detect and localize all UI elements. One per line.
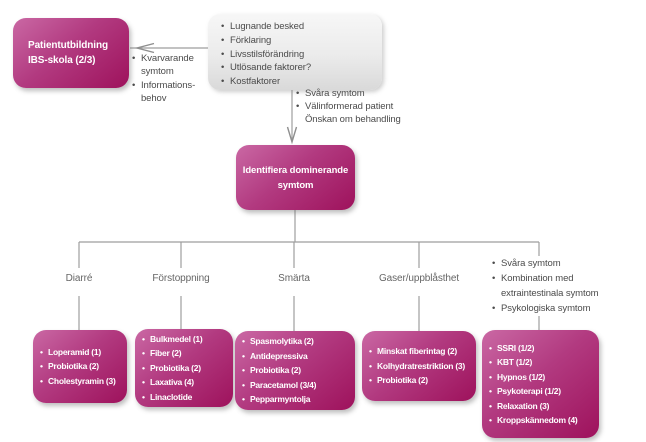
down-arrow-notes: Svåra symtom Välinformerad patient Önska… [296,87,420,127]
list-item: Svåra symtom [492,257,622,272]
initial-measures-list: Lugnande besked Förklaring Livsstilsförä… [221,20,382,89]
node-identify-symptom: Identifiera dominerande symtom [236,145,355,210]
treatment-box-smarta: Spasmolytika (2) Antidepressiva Probioti… [235,331,355,410]
treatment-box-forstoppning: Bulkmedel (1) Fiber (2) Probiotika (2) L… [135,329,233,407]
node-patient-education: Patientutbildning IBS-skola (2/3) [13,18,129,88]
list-item: Fiber (2) [142,346,233,361]
patient-education-line1: Patientutbildning [28,40,108,51]
node-initial-measures: Lugnande besked Förklaring Livsstilsförä… [208,14,382,90]
branch-label-forstoppning: Förstoppning [152,273,210,284]
list-item: Lugnande besked [221,20,382,34]
treatment-box-gaser: Minskat fiberintag (2) Kolhydratrestrikt… [362,331,476,401]
list-item: Probiotika (2) [369,373,476,388]
list-item: Relaxation (3) [489,399,599,414]
list-item: Loperamid (1) [40,345,127,360]
treatment-box-psykologi: SSRI (1/2) KBT (1/2) Hypnos (1/2) Psykot… [482,330,599,438]
list-item: Kostfaktorer [221,75,382,89]
list-item: Kvarvarande symtom [132,52,206,79]
branch-notes-psykologi: Svåra symtom Kombination med extraintest… [492,257,622,317]
list-item: Probiotika (2) [242,363,355,378]
identify-line2: symtom [277,179,314,191]
identify-line1: Identifiera dominerande [242,164,349,176]
list-item: Informations-behov [132,79,206,106]
list-item: Kroppskännedom (4) [489,413,599,428]
treatment-box-diarre: Loperamid (1) Probiotika (2) Cholestyram… [33,330,127,403]
list-item: SSRI (1/2) [489,341,599,356]
branch-label-smarta: Smärta [278,273,310,284]
list-item: Hypnos (1/2) [489,370,599,385]
list-item: Psykoterapi (1/2) [489,384,599,399]
list-item: Kolhydratrestriktion (3) [369,359,476,374]
arrow-down-icon [286,126,298,145]
list-item: Önskan om behandling [305,114,401,126]
list-item: Antidepressiva [242,349,355,364]
left-arrow-notes: Kvarvarande symtom Informations-behov [132,52,206,106]
list-item: Psykologiska symtom [492,302,622,317]
list-item: Minskat fiberintag (2) [369,344,476,359]
list-item: Spasmolytika (2) [242,334,355,349]
patient-education-line2: IBS-skola (2/3) [28,55,96,66]
branch-label-gaser: Gaser/uppblåsthet [378,273,460,284]
list-item: Förklaring [221,34,382,48]
list-item: KBT (1/2) [489,355,599,370]
list-item: Pepparmyntolja [242,392,355,407]
list-item: Linaclotide [142,390,233,405]
list-item: Probiotika (2) [142,361,233,376]
list-item: Probiotika (2) [40,359,127,374]
list-item: Livsstilsförändring [221,48,382,62]
list-item: Svåra symtom [296,87,420,100]
list-item: Paracetamol (3/4) [242,378,355,393]
list-item: Cholestyramin (3) [40,374,127,389]
list-item: Laxativa (4) [142,375,233,390]
branch-label-diarre: Diarré [65,273,93,284]
list-item: Bulkmedel (1) [142,332,233,347]
list-item: Utlösande faktorer? [221,61,382,75]
list-item: Välinformerad patient [296,100,420,113]
list-item: Kombination med extraintestinala symtom [492,272,622,302]
